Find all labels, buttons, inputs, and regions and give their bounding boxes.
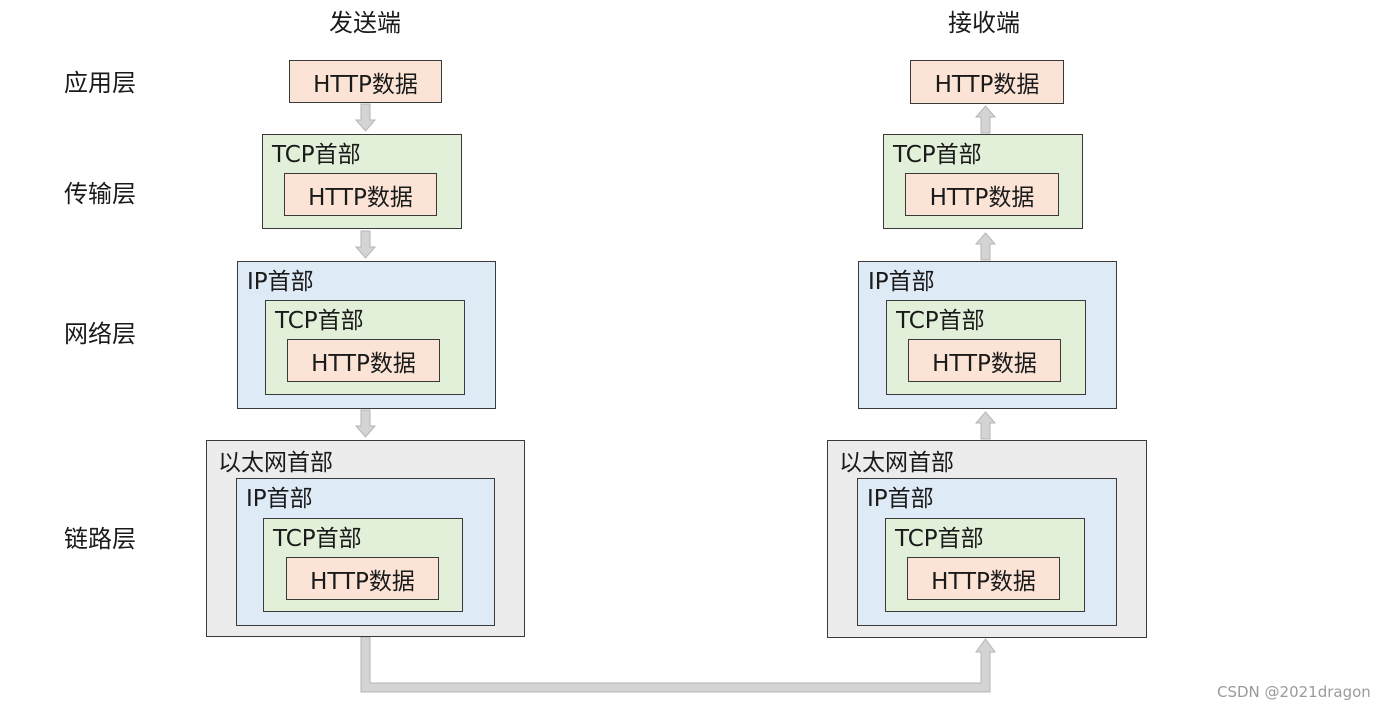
ethernet-header-label: 以太网首部 bbox=[218, 450, 333, 476]
layer-label-transport: 传输层 bbox=[64, 180, 136, 208]
http-data-label: HTTP数据 bbox=[929, 184, 1035, 211]
sender-app-http-data: HTTP数据 bbox=[289, 60, 442, 103]
tcp-header-label: TCP首部 bbox=[273, 526, 362, 552]
http-data-label: HTTP数据 bbox=[931, 568, 1036, 595]
http-data-label: HTTP数据 bbox=[934, 72, 1040, 98]
receiver-link-ip-packet: IP首部 TCP首部 HTTP数据 bbox=[857, 478, 1117, 626]
sender-link-http-data: HTTP数据 bbox=[286, 557, 439, 600]
receiver-link-tcp-segment: TCP首部 HTTP数据 bbox=[885, 518, 1085, 612]
layer-label-link: 链路层 bbox=[64, 525, 136, 553]
receiver-app-http-data: HTTP数据 bbox=[910, 60, 1064, 104]
http-data-label: HTTP数据 bbox=[313, 71, 418, 98]
receiver-link-ethernet-frame: 以太网首部 IP首部 TCP首部 HTTP数据 bbox=[827, 440, 1147, 638]
tcp-header-label: TCP首部 bbox=[896, 308, 985, 334]
up-arrow-transport-to-app bbox=[974, 105, 997, 134]
receiver-title: 接收端 bbox=[948, 9, 1020, 37]
sender-transport-http-data: HTTP数据 bbox=[284, 173, 437, 216]
receiver-network-ip-packet: IP首部 TCP首部 HTTP数据 bbox=[858, 261, 1117, 409]
layer-label-application: 应用层 bbox=[64, 69, 136, 97]
sender-transport-tcp-segment: TCP首部 HTTP数据 bbox=[262, 134, 462, 229]
receiver-network-http-data: HTTP数据 bbox=[908, 339, 1061, 382]
sender-title: 发送端 bbox=[329, 9, 401, 37]
tcp-header-label: TCP首部 bbox=[272, 142, 361, 168]
ip-header-label: IP首部 bbox=[868, 269, 935, 295]
receiver-network-tcp-segment: TCP首部 HTTP数据 bbox=[886, 300, 1086, 395]
http-data-label: HTTP数据 bbox=[310, 568, 415, 595]
up-arrow-network-to-transport bbox=[974, 232, 997, 261]
http-data-label: HTTP数据 bbox=[311, 350, 416, 377]
sender-link-ip-packet: IP首部 TCP首部 HTTP数据 bbox=[236, 478, 495, 626]
receiver-transport-http-data: HTTP数据 bbox=[905, 173, 1059, 216]
down-arrow-network-to-link bbox=[354, 409, 377, 438]
ethernet-header-label: 以太网首部 bbox=[839, 450, 954, 476]
down-arrow-app-to-transport bbox=[354, 103, 377, 132]
tcp-header-label: TCP首部 bbox=[893, 142, 982, 168]
down-arrow-transport-to-network bbox=[354, 230, 377, 259]
http-data-label: HTTP数据 bbox=[308, 184, 413, 211]
sender-link-tcp-segment: TCP首部 HTTP数据 bbox=[263, 518, 463, 612]
tcp-header-label: TCP首部 bbox=[895, 526, 984, 552]
physical-link-path bbox=[360, 636, 996, 693]
sender-network-ip-packet: IP首部 TCP首部 HTTP数据 bbox=[237, 261, 496, 409]
layer-label-network: 网络层 bbox=[64, 320, 136, 348]
sender-network-tcp-segment: TCP首部 HTTP数据 bbox=[265, 300, 465, 395]
sender-network-http-data: HTTP数据 bbox=[287, 339, 440, 382]
http-data-label: HTTP数据 bbox=[932, 350, 1037, 377]
tcp-header-label: TCP首部 bbox=[275, 308, 364, 334]
ip-header-label: IP首部 bbox=[246, 486, 313, 512]
receiver-link-http-data: HTTP数据 bbox=[907, 557, 1060, 600]
ip-header-label: IP首部 bbox=[247, 269, 314, 295]
receiver-transport-tcp-segment: TCP首部 HTTP数据 bbox=[883, 134, 1083, 229]
up-arrow-link-to-network bbox=[974, 411, 997, 440]
ip-header-label: IP首部 bbox=[867, 486, 934, 512]
watermark: CSDN @2021dragon bbox=[1217, 683, 1371, 701]
sender-link-ethernet-frame: 以太网首部 IP首部 TCP首部 HTTP数据 bbox=[206, 440, 525, 637]
